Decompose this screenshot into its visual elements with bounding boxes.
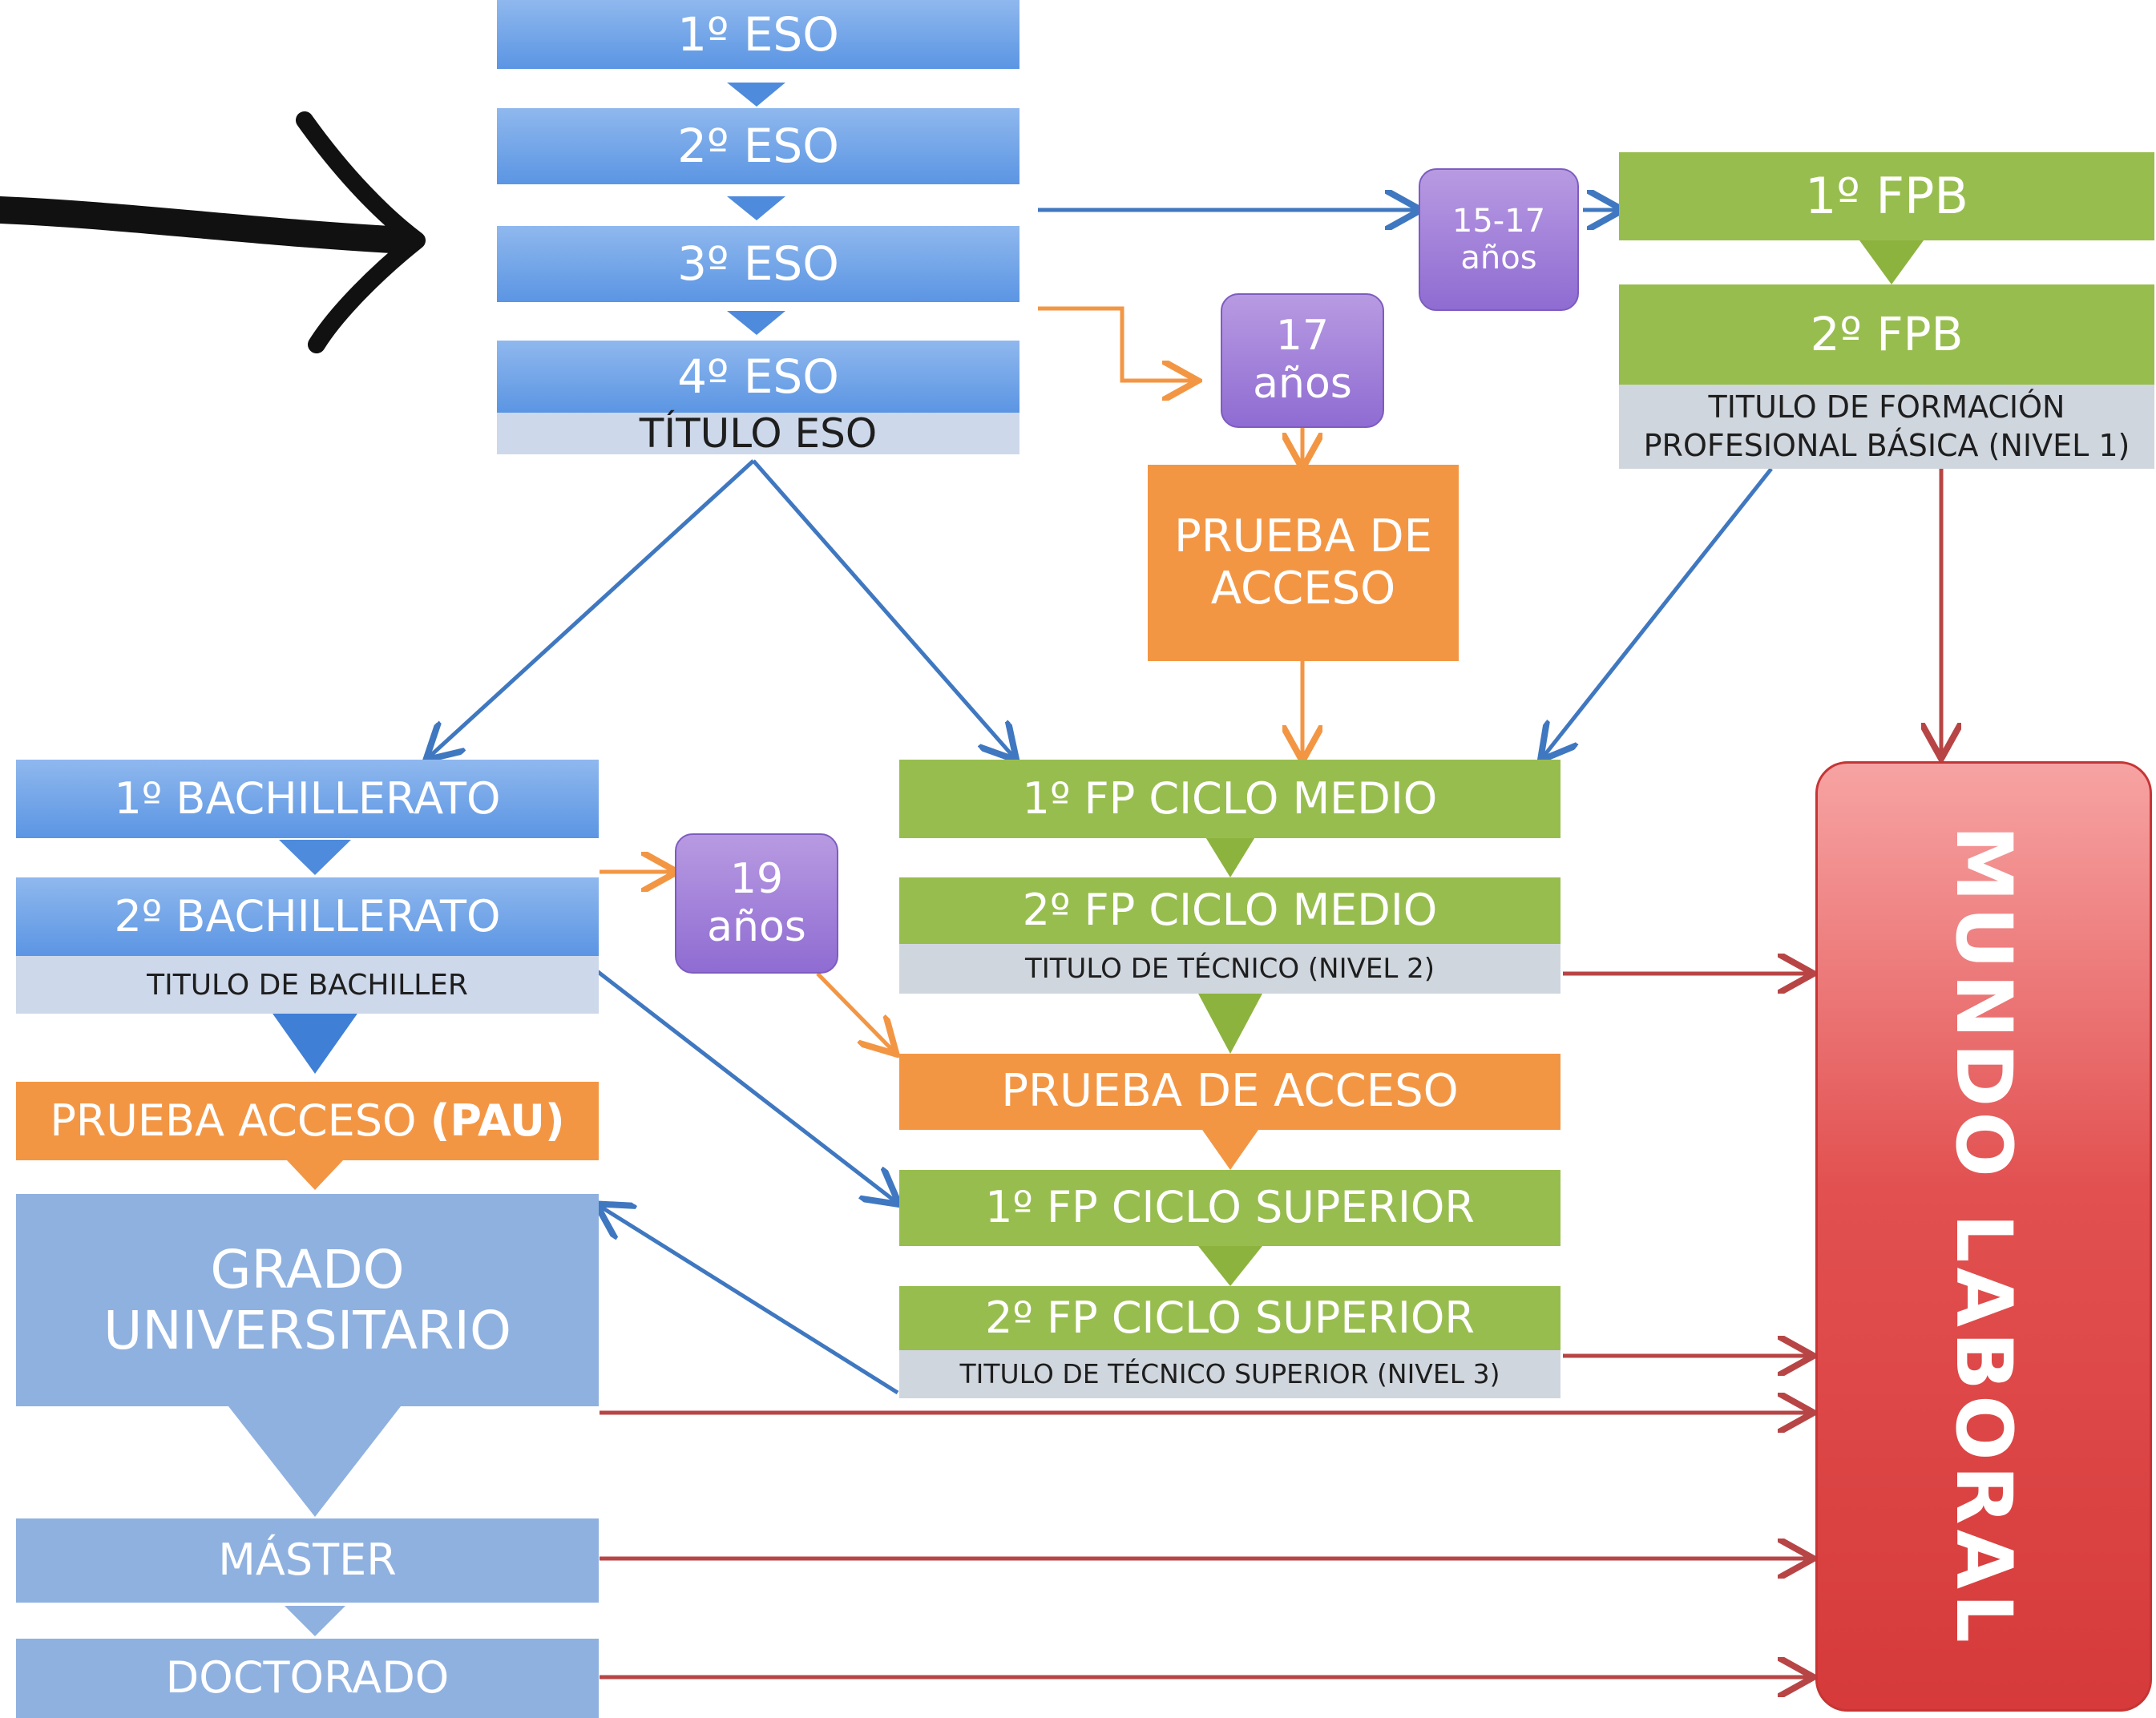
fpb-chevron [1859, 240, 1924, 284]
titulo-eso: TÍTULO ESO [497, 410, 1019, 457]
eso-3-box: 3º ESO [497, 226, 1019, 302]
titulo-fpb-line2: PROFESIONAL BÁSICA (NIVEL 1) [1643, 427, 2130, 463]
age-19-line2: años [707, 902, 806, 951]
bach-chevron-1 [279, 840, 351, 875]
fpm-chevron-2 [1198, 994, 1262, 1054]
pau-label: PRUEBA ACCESO [50, 1095, 430, 1146]
eso-chevron-2 [727, 196, 785, 220]
prueba-acceso-top-box: PRUEBA DE ACCESO [1148, 465, 1459, 661]
pda-chevron [1202, 1130, 1258, 1170]
bach-chevron-2 [271, 1011, 359, 1074]
eso-3-label: 3º ESO [677, 236, 839, 292]
arrow-fpb-to-fpm [1543, 467, 1773, 757]
titulo-tecnico-superior: TITULO DE TÉCNICO SUPERIOR (NIVEL 3) [899, 1350, 1560, 1398]
prueba-acceso-top-line1: PRUEBA DE [1173, 510, 1433, 563]
age-17-line1: 17 [1275, 312, 1330, 361]
eso-1-label: 1º ESO [677, 6, 839, 62]
arrow-eso-to-bach [429, 459, 755, 757]
fpm-2-box: 2º FP CICLO MEDIO [899, 877, 1560, 944]
titulo-fpb-line1: TITULO DE FORMACIÓN [1708, 389, 2065, 425]
age-17-line2: años [1253, 360, 1352, 408]
master-label: MÁSTER [218, 1535, 397, 1586]
fpb-1-box: 1º FPB [1619, 152, 2154, 240]
mundo-laboral-box: MUNDO LABORAL [1815, 761, 2152, 1712]
titulo-eso-label: TÍTULO ESO [639, 409, 878, 457]
titulo-bachiller-label: TITULO DE BACHILLER [147, 968, 468, 1002]
bach-1-label: 1º BACHILLERATO [114, 772, 501, 824]
doctorado-label: DOCTORADO [165, 1652, 450, 1704]
eso-4-label: 4º ESO [677, 349, 839, 404]
pau-chevron [287, 1160, 343, 1190]
bach-2-label: 2º BACHILLERATO [114, 890, 501, 942]
fpb-2-label: 2º FPB [1810, 307, 1964, 362]
fps-chevron [1198, 1246, 1262, 1286]
mundo-laboral-label: MUNDO LABORAL [1939, 825, 2029, 1648]
fps-2-box: 2º FP CICLO SUPERIOR [899, 1286, 1560, 1350]
prueba-acceso-mid-label: PRUEBA DE ACCESO [1001, 1065, 1459, 1118]
eso-chevron-1 [727, 83, 785, 107]
age-15-17-line1: 15-17 [1451, 203, 1546, 240]
arrow-fps-to-grado [600, 1206, 899, 1395]
bach-1-box: 1º BACHILLERATO [16, 760, 599, 838]
grado-line1: GRADO [210, 1238, 405, 1301]
fps-2-label: 2º FP CICLO SUPERIOR [985, 1292, 1475, 1343]
fps-1-label: 1º FP CICLO SUPERIOR [985, 1182, 1475, 1233]
fpm-1-label: 1º FP CICLO MEDIO [1022, 772, 1438, 824]
titulo-bachiller: TITULO DE BACHILLER [16, 956, 599, 1014]
grado-line2: UNIVERSITARIO [103, 1299, 511, 1361]
bach-2-box: 2º BACHILLERATO [16, 877, 599, 956]
doctorado-box: DOCTORADO [16, 1639, 599, 1718]
grado-box: GRADO UNIVERSITARIO [16, 1194, 599, 1406]
age-badge-15-17: 15-17 años [1419, 168, 1579, 311]
grado-chevron [228, 1406, 401, 1517]
age-badge-19: 19 años [675, 833, 838, 974]
age-15-17-line2: años [1460, 240, 1537, 276]
fpm-chevron-1 [1198, 825, 1262, 877]
eso-1-box: 1º ESO [497, 0, 1019, 69]
titulo-tecnico-label: TITULO DE TÉCNICO (NIVEL 2) [1024, 952, 1435, 985]
fpb-1-label: 1º FPB [1805, 167, 1968, 226]
master-chevron [285, 1606, 345, 1636]
eso-4-box: 4º ESO [497, 341, 1019, 413]
arrow-eso-to-17 [1038, 306, 1194, 381]
arrow-eso-to-fpm [752, 459, 1014, 757]
fpb-2-box: 2º FPB [1619, 284, 2154, 385]
fps-1-box: 1º FP CICLO SUPERIOR [899, 1170, 1560, 1246]
hand-drawn-arrow-icon [0, 111, 426, 353]
master-box: MÁSTER [16, 1518, 599, 1603]
titulo-tecnico-superior-label: TITULO DE TÉCNICO SUPERIOR (NIVEL 3) [959, 1358, 1500, 1390]
eso-2-label: 2º ESO [677, 119, 839, 174]
titulo-tecnico: TITULO DE TÉCNICO (NIVEL 2) [899, 944, 1560, 994]
prueba-acceso-top-line2: ACCESO [1210, 562, 1396, 615]
eso-chevron-3 [727, 311, 785, 335]
age-19-line1: 19 [729, 854, 784, 903]
fpm-1-box: 1º FP CICLO MEDIO [899, 760, 1560, 838]
pau-label-bold: (PAU) [430, 1095, 565, 1146]
titulo-fpb: TITULO DE FORMACIÓN PROFESIONAL BÁSICA (… [1619, 385, 2154, 469]
arrow-19-to-pda [816, 972, 894, 1051]
prueba-acceso-mid-box: PRUEBA DE ACCESO [899, 1054, 1560, 1130]
fpm-2-label: 2º FP CICLO MEDIO [1022, 885, 1438, 936]
age-badge-17: 17 años [1221, 293, 1384, 428]
eso-2-box: 2º ESO [497, 108, 1019, 184]
arrow-bach-to-fps [596, 970, 896, 1202]
pau-box: PRUEBA ACCESO (PAU) [16, 1082, 599, 1160]
